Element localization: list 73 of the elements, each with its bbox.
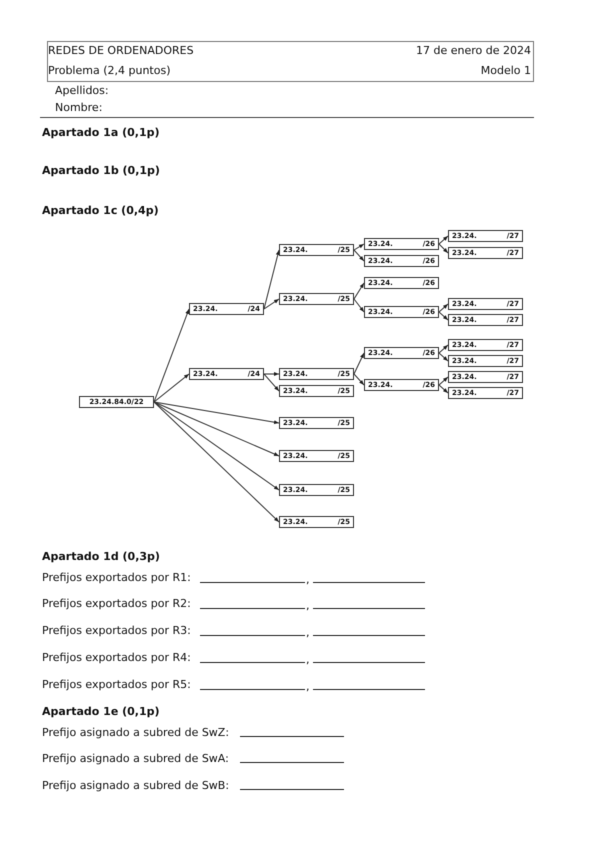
label-text: 17 de enero de 2024 <box>416 44 531 58</box>
prefix-box <box>364 277 439 289</box>
arrow <box>354 298 364 312</box>
arrow <box>354 250 364 262</box>
arrow <box>438 304 448 312</box>
prefix-box <box>448 371 523 383</box>
prefix-box <box>279 244 354 256</box>
arrow <box>154 308 190 402</box>
arrow <box>154 402 280 424</box>
prefix-box <box>448 339 523 351</box>
section-heading: Apartado 1d (0,3p) <box>42 550 160 564</box>
label-text: Nombre: <box>55 101 102 115</box>
label-text: , <box>306 653 310 667</box>
arrow <box>264 298 280 310</box>
label-text: Prefijos exportados por R4: <box>42 651 191 665</box>
prefix-box <box>448 298 523 310</box>
arrow <box>438 384 448 394</box>
arrow <box>354 374 364 386</box>
label-text: Apellidos: <box>55 84 109 98</box>
prefix-box <box>189 303 264 315</box>
label-text: Modelo 1 <box>480 64 531 78</box>
label-text: , <box>306 599 310 613</box>
label-text: , <box>306 626 310 640</box>
label-text: Prefijo asignado a subred de SwB: <box>42 779 230 793</box>
arrow <box>438 244 448 254</box>
prefix-box <box>189 368 264 380</box>
prefix-box <box>448 387 523 399</box>
section-heading: Apartado 1a (0,1p) <box>42 126 160 140</box>
arrow <box>438 352 448 362</box>
prefix-box <box>364 238 439 250</box>
label-text: Prefijo asignado a subred de SwA: <box>42 752 229 766</box>
label-text: Prefijos exportados por R5: <box>42 678 191 692</box>
arrow <box>354 352 364 374</box>
label-text: Prefijos exportados por R2: <box>42 597 191 611</box>
arrow <box>264 374 280 392</box>
arrow <box>438 344 448 354</box>
arrow <box>264 250 280 310</box>
prefix-box <box>279 516 354 528</box>
prefix-box <box>364 347 439 359</box>
section-heading: Apartado 1c (0,4p) <box>42 204 159 218</box>
prefix-box <box>279 417 354 429</box>
prefix-box <box>364 306 439 318</box>
prefix-box <box>279 484 354 496</box>
arrow <box>438 312 448 320</box>
prefix-box <box>448 230 523 242</box>
arrow <box>154 402 280 522</box>
prefix-box <box>279 385 354 397</box>
prefix-box <box>364 255 439 267</box>
arrow <box>438 236 448 244</box>
arrow <box>264 372 280 376</box>
label-text: , <box>306 680 310 694</box>
prefix-box <box>448 247 523 259</box>
prefix-box <box>364 379 439 391</box>
arrow <box>354 244 364 250</box>
section-heading: Apartado 1e (0,1p) <box>42 705 160 719</box>
prefix-box <box>279 368 354 380</box>
arrow <box>438 376 448 386</box>
prefix-box <box>279 450 354 462</box>
section-heading: Apartado 1b (0,1p) <box>42 164 160 178</box>
label-text: REDES DE ORDENADORES <box>48 44 194 58</box>
arrow <box>354 282 364 300</box>
prefix-box <box>79 396 154 408</box>
label-text: Prefijos exportados por R3: <box>42 624 191 638</box>
label-text: Problema (2,4 puntos) <box>48 64 170 78</box>
label-text: , <box>306 573 310 587</box>
prefix-box <box>448 355 523 367</box>
prefix-box <box>279 293 354 305</box>
arrow <box>154 402 280 456</box>
arrow <box>154 374 190 402</box>
label-text: Prefijo asignado a subred de SwZ: <box>42 726 230 740</box>
label-text: Prefijos exportados por R1: <box>42 571 191 585</box>
arrow <box>154 402 280 490</box>
prefix-box <box>448 314 523 326</box>
